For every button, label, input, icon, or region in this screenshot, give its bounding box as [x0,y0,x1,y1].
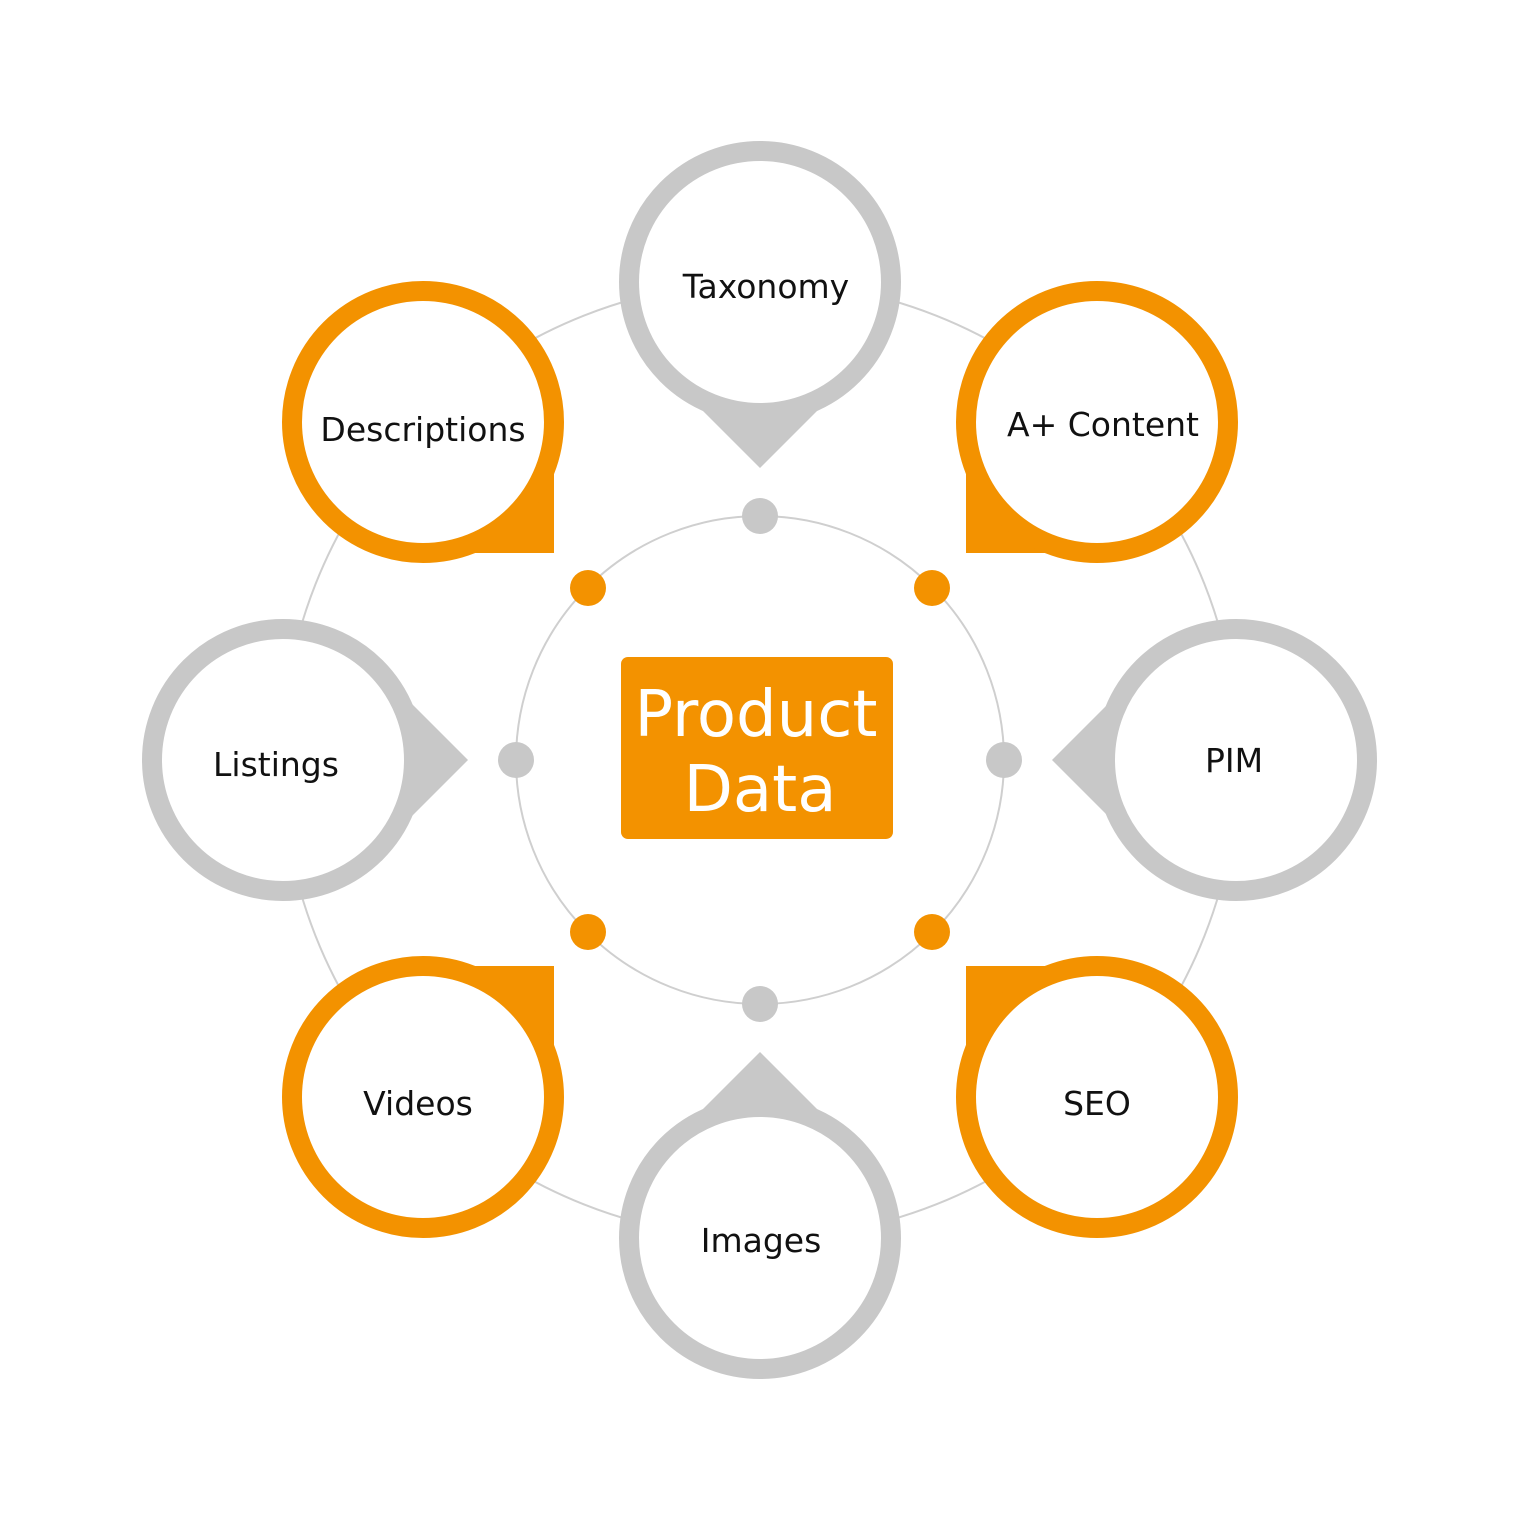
node-seo: SEO [956,956,1238,1238]
inner-dot-bottom-right [914,914,950,950]
node-taxonomy-label: Taxonomy [682,267,849,306]
center-title-line2: Data [684,753,837,827]
node-a-plus-content: A+ Content [956,281,1238,563]
node-descriptions: Descriptions [282,281,564,563]
inner-dot-top [742,498,778,534]
node-seo-label: SEO [1063,1084,1131,1123]
node-a-plus-content-label: A+ Content [1007,405,1199,444]
node-images-pointer [700,1052,820,1112]
center-title-line1: Product [635,678,878,752]
inner-dot-bottom [742,986,778,1022]
inner-dot-top-right [914,570,950,606]
node-images: Images [619,1052,901,1379]
node-videos-label: Videos [363,1084,473,1123]
node-pim-pointer [1052,700,1112,820]
node-listings-label: Listings [213,745,339,784]
inner-dot-left [498,742,534,778]
inner-dot-bottom-left [570,914,606,950]
center-box: Product Data [621,657,893,839]
node-pim-label: PIM [1205,741,1263,780]
node-listings-pointer [408,700,468,820]
node-listings: Listings [142,619,468,901]
inner-dot-right [986,742,1022,778]
inner-dot-top-left [570,570,606,606]
node-videos: Videos [282,956,564,1238]
node-descriptions-label: Descriptions [320,410,525,449]
node-taxonomy: Taxonomy [619,141,901,468]
node-taxonomy-pointer [700,408,820,468]
node-pim: PIM [1052,619,1377,901]
node-images-label: Images [701,1221,822,1260]
